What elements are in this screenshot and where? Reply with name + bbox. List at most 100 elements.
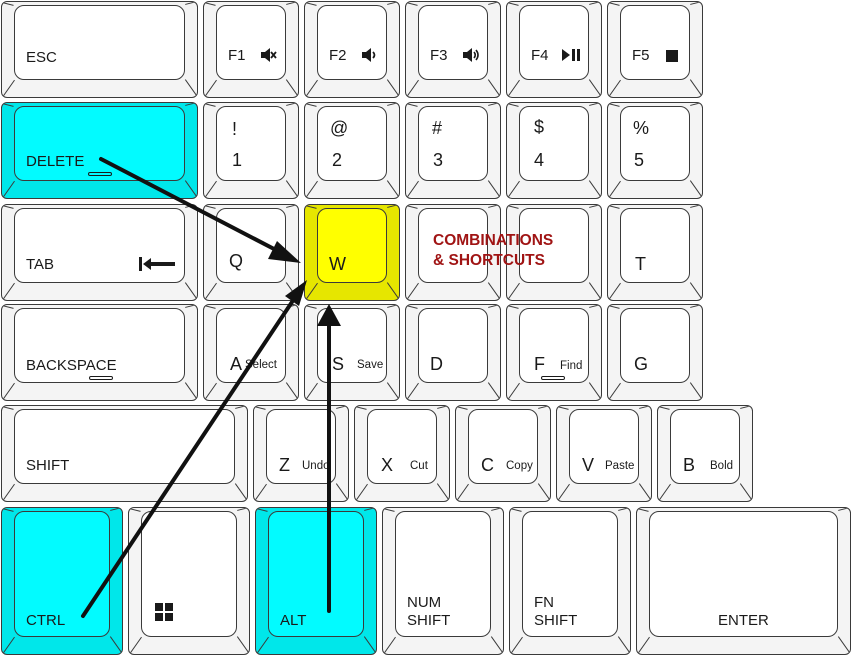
key-ctrl-label: CTRL [26, 612, 66, 629]
key-t-label: T [635, 254, 646, 274]
keycap-bevel-line [618, 636, 630, 654]
key-d-label: D [430, 354, 443, 374]
keycap-bevel-line [286, 382, 298, 400]
keycap-bevel-line [507, 383, 520, 400]
key-4-shift-label: $ [534, 117, 545, 137]
key-f: F Find [506, 304, 602, 401]
keycap-bevel-line [589, 79, 601, 97]
keycap-bevel-line [335, 406, 348, 409]
key-c-label: C [481, 455, 494, 475]
keycap-bevel-line [608, 305, 620, 310]
key-windows [128, 507, 250, 655]
key-f4: F4 [506, 1, 602, 98]
keycap-bevel-line [588, 305, 601, 308]
diagram-title: COMBINATIONS & SHORTCUTS [433, 231, 553, 271]
key-a: A Select [203, 304, 299, 401]
keycap-bevel-line [406, 383, 419, 400]
key-z-action: Undo [302, 460, 330, 472]
keycap-bevel-line [510, 508, 522, 513]
key-3: # 3 [405, 102, 501, 199]
keycap-bevel-line [364, 636, 376, 654]
key-b-label: B [683, 455, 696, 475]
keycap-bevel-line [305, 283, 318, 300]
keycap-bevel-line [235, 483, 247, 501]
key-x: X Cut [354, 405, 450, 502]
key-r [506, 204, 602, 301]
keycap-bevel-line [305, 205, 317, 210]
keycap-bevel-line [234, 406, 247, 409]
keycap-bevel-line [487, 103, 500, 106]
keycap-bevel-line [406, 205, 418, 210]
key-f1-label: F1 [228, 47, 246, 64]
keycap-bevel-line [557, 406, 569, 411]
keycap-bevel-line [236, 508, 249, 511]
keycap-bevel-line [185, 180, 197, 198]
key-c: C Copy [455, 405, 551, 502]
key-f2-label: F2 [329, 47, 347, 64]
key-num-shift-line2: SHIFT [407, 612, 451, 629]
key-q-label: Q [229, 251, 244, 271]
keycap-bevel-line [286, 79, 298, 97]
keycap-bevel-line [383, 637, 396, 654]
keycap-bevel-line [2, 103, 14, 108]
keycap-bevel-line [185, 382, 197, 400]
key-enter: ENTER [636, 507, 851, 655]
keycap-bevel-line [487, 2, 500, 5]
keycap-bevel-line [2, 283, 15, 300]
keycap-bevel-line [204, 2, 216, 7]
keycap-bevel-line [254, 484, 267, 501]
keycap-bevel-line [387, 79, 399, 97]
keycap-bevel-line [185, 282, 197, 300]
keycap-bevel-line [129, 508, 141, 513]
key-5: % 5 [607, 102, 703, 199]
keycap-bevel-line [608, 103, 620, 108]
keycap-bevel-line [507, 2, 519, 7]
key-enter-label: ENTER [718, 612, 769, 629]
keycap-bevel-line [690, 282, 702, 300]
key-w-label: W [329, 254, 346, 274]
keycap-bevel-line [491, 636, 503, 654]
keycap-bevel-line [617, 508, 630, 511]
keycap-bevel-line [589, 282, 601, 300]
key-backspace-label: BACKSPACE [26, 357, 117, 374]
keycap-bevel-line [838, 636, 850, 654]
keycap-bevel-line [689, 305, 702, 308]
key-fn-shift-line2: SHIFT [534, 612, 578, 629]
key-4-label: 4 [534, 150, 545, 170]
keycap-bevel-line [285, 205, 298, 208]
keycap-bevel-line [689, 103, 702, 106]
keycap-bevel-line [689, 205, 702, 208]
keycap-bevel-line [386, 2, 399, 5]
keycap-bevel-line [507, 205, 519, 210]
keycap-bevel-line [254, 406, 266, 411]
keycap-bevel-line [406, 181, 419, 198]
keycap-bevel-line [286, 180, 298, 198]
keycap-bevel-line [538, 483, 550, 501]
diagram-title-line1: COMBINATIONS [433, 232, 554, 249]
keycap-bevel-line [237, 636, 249, 654]
key-tab: TAB [1, 204, 198, 301]
keycap-bevel-line [537, 406, 550, 409]
keycap-bevel-line [639, 483, 651, 501]
keycap-bevel-line [387, 180, 399, 198]
key-f5: F5 [607, 1, 703, 98]
keycap-bevel-line [608, 383, 621, 400]
keycap-bevel-line [689, 2, 702, 5]
keycap-bevel-line [109, 508, 122, 511]
keycap-bevel-line [285, 103, 298, 106]
keycap-bevel-line [2, 205, 14, 210]
keycap-bevel-line [204, 103, 216, 108]
keycap-bevel-line [608, 181, 621, 198]
keycap-bevel-line [588, 205, 601, 208]
key-1-shift-label: ! [232, 119, 238, 139]
mute-icon [261, 48, 277, 62]
keycap-bevel-line [336, 483, 348, 501]
keycap-bevel-line [204, 181, 217, 198]
keycap-bevel-line [490, 508, 503, 511]
keycap-bevel-line [305, 103, 317, 108]
keycap-bevel-line [437, 483, 449, 501]
diagram-title-line2: & SHORTCUTS [433, 252, 545, 269]
keycap-bevel-line [129, 637, 142, 654]
key-f-action: Find [560, 360, 583, 372]
keycap-bevel-line [690, 180, 702, 198]
